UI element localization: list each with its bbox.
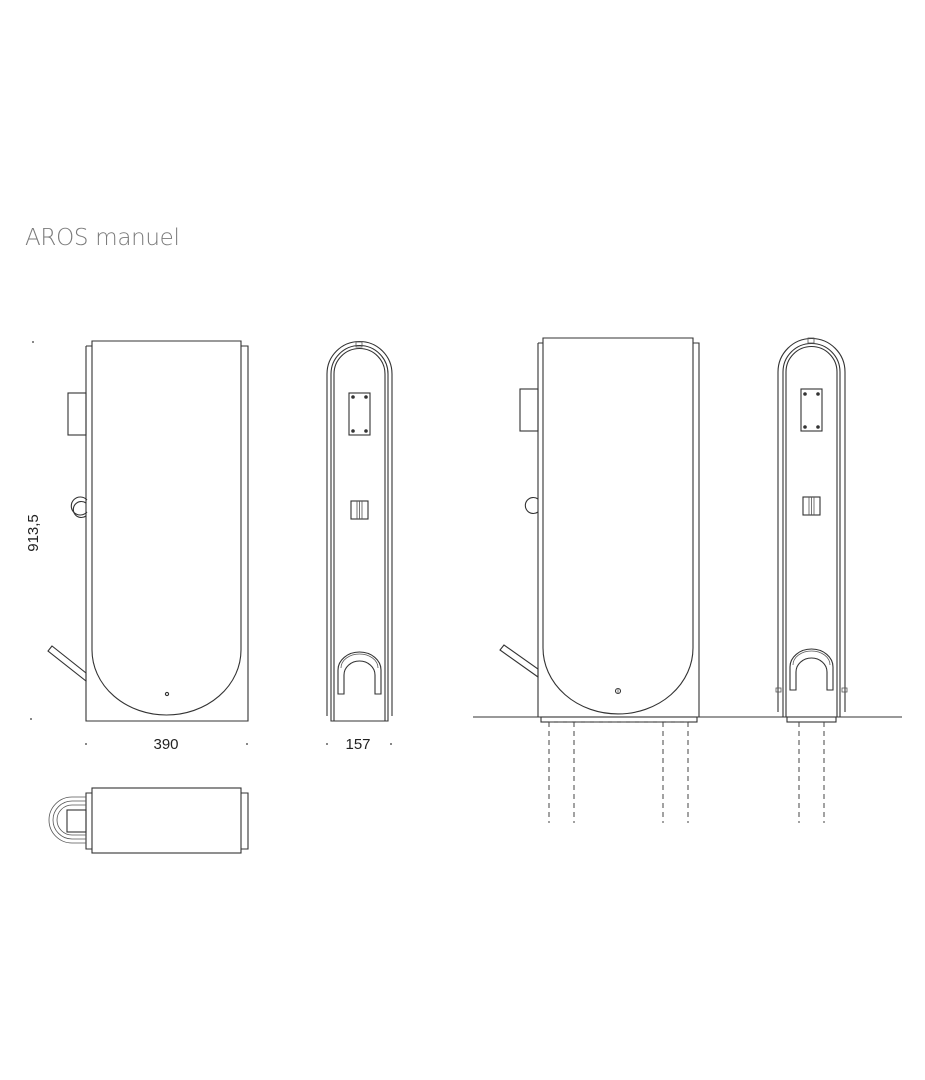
side-box <box>67 392 87 436</box>
top-view <box>48 787 249 854</box>
handle <box>47 645 87 683</box>
dimensions: 913,5 390 157 <box>25 341 392 753</box>
height-dimension: 913,5 <box>25 514 42 552</box>
width-dimension: 390 <box>153 736 178 753</box>
hook-icon <box>72 500 87 519</box>
side-view-installed <box>775 337 848 823</box>
front-view-installed <box>499 337 700 823</box>
hook-icon-2 <box>524 496 539 515</box>
front-view <box>47 340 249 722</box>
side-view <box>326 340 393 722</box>
mounting-plate <box>348 392 371 436</box>
depth-dimension: 157 <box>345 736 370 753</box>
u-bracket <box>337 651 382 695</box>
drawing-title: AROS manuel <box>25 225 180 251</box>
